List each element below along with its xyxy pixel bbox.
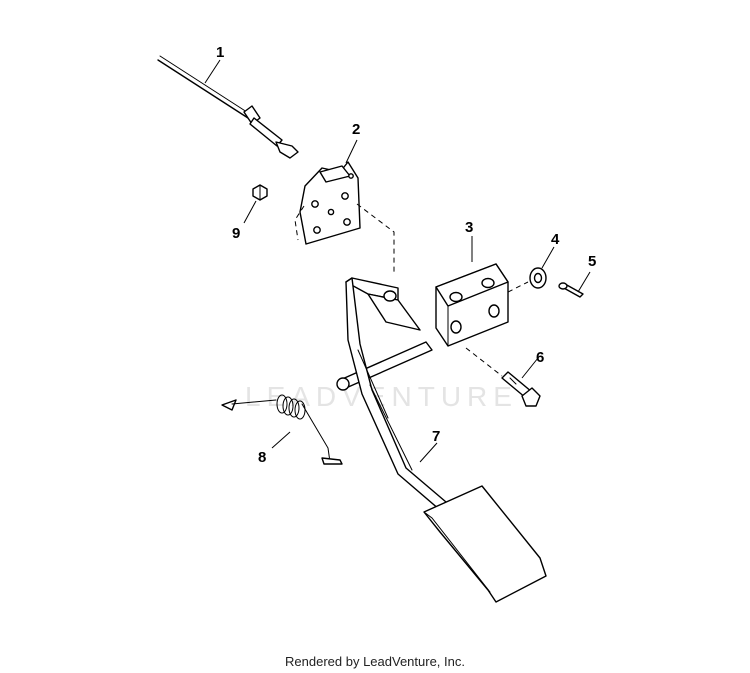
- part-6-bolt[interactable]: [501, 371, 541, 407]
- part-3-block[interactable]: [435, 263, 509, 347]
- footer-credit: Rendered by LeadVenture, Inc.: [285, 654, 465, 669]
- leader-4: [541, 246, 555, 269]
- part-9-nut[interactable]: [252, 184, 268, 201]
- part-1-rod[interactable]: [157, 55, 299, 159]
- leader-7: [419, 442, 438, 463]
- part-8-spring[interactable]: [221, 394, 343, 465]
- callout-1[interactable]: 1: [216, 44, 224, 61]
- assembly-line-2: [356, 203, 395, 274]
- part-4-washer[interactable]: [529, 267, 547, 289]
- part-5-pin[interactable]: [558, 282, 584, 298]
- callout-5[interactable]: 5: [588, 253, 596, 270]
- leader-9: [243, 200, 257, 224]
- assembly-line-6: [465, 347, 503, 377]
- callout-3[interactable]: 3: [465, 219, 473, 236]
- callout-7[interactable]: 7: [432, 428, 440, 445]
- callout-6[interactable]: 6: [536, 349, 544, 366]
- callout-9[interactable]: 9: [232, 225, 240, 242]
- assembly-line-4: [507, 281, 529, 293]
- leader-1: [204, 59, 221, 84]
- assembly-line-9: [294, 205, 305, 241]
- part-7-pedal[interactable]: [336, 277, 547, 603]
- leader-6: [521, 357, 539, 379]
- leader-8: [271, 431, 291, 449]
- leader-2: [345, 139, 358, 164]
- callout-2[interactable]: 2: [352, 121, 360, 138]
- part-2-plate[interactable]: [299, 161, 361, 245]
- callout-8[interactable]: 8: [258, 449, 266, 466]
- leader-5: [577, 271, 591, 293]
- callout-4[interactable]: 4: [551, 231, 560, 248]
